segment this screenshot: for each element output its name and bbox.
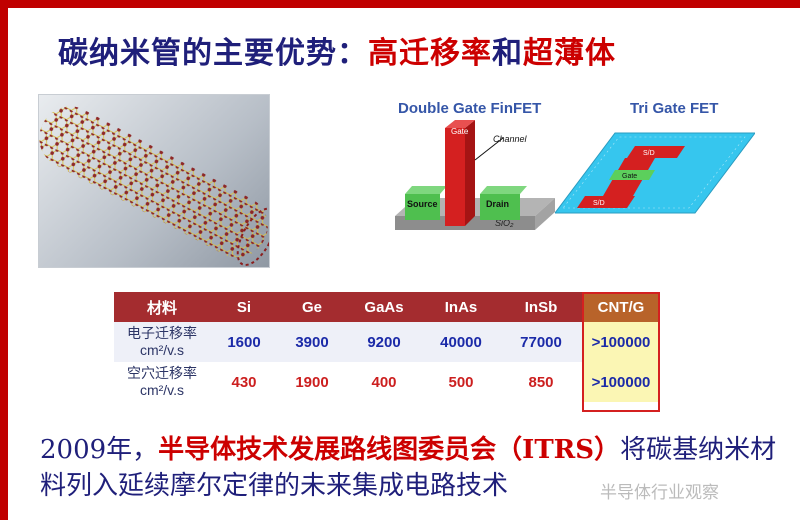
finfet-channel-label: Channel <box>493 134 528 144</box>
row-label-line: 空穴迁移率 <box>127 365 197 381</box>
table-header-row: 材料 Si Ge GaAs InAs InSb CNT/G <box>114 292 660 322</box>
cell: 430 <box>210 362 278 402</box>
carbon-nanotube-image <box>38 94 277 268</box>
title-and: 和 <box>492 36 523 71</box>
cell-cnt: >100000 <box>582 362 660 402</box>
title-high-mobility: 高迁移率 <box>368 36 492 71</box>
cell-cnt: >100000 <box>582 322 660 362</box>
title-ultra-thin: 超薄体 <box>523 36 616 71</box>
itrs-statement: 2009年，半导体技术发展路线图委员会（ITRS）将碳基纳米材料列入延续摩尔定律… <box>40 432 780 504</box>
cell: 850 <box>500 362 582 402</box>
trigate-sd-top-label: S/D <box>643 150 655 157</box>
cell: 500 <box>422 362 500 402</box>
left-accent-bar <box>0 8 8 520</box>
row-label-unit: cm²/v.s <box>139 382 185 398</box>
nanotube-illustration <box>39 106 277 266</box>
header-inas: InAs <box>422 292 500 322</box>
header-cnt: CNT/G <box>582 292 660 322</box>
finfet-gate-label: Gate <box>451 127 469 136</box>
cell: 3900 <box>278 322 346 362</box>
cell: 40000 <box>422 322 500 362</box>
trigate-diagram: S/D Gate S/D <box>554 118 756 248</box>
statement-year: 2009年， <box>40 435 159 465</box>
finfet-substrate-label: SiO₂ <box>495 218 514 228</box>
mobility-table: 材料 Si Ge GaAs InAs InSb CNT/G 电子迁移率 cm²/… <box>114 292 660 402</box>
cell: 9200 <box>346 322 422 362</box>
cell: 400 <box>346 362 422 402</box>
finfet-drain-label: Drain <box>486 199 509 209</box>
header-ge: Ge <box>278 292 346 322</box>
row-label-line: 电子迁移率 <box>127 325 197 341</box>
statement-itrs: 半导体技术发展路线图委员会（ITRS） <box>158 435 621 465</box>
header-si: Si <box>210 292 278 322</box>
title-part-1: 碳纳米管的主要优势： <box>58 36 368 71</box>
cell: 77000 <box>500 322 582 362</box>
trigate-sd-bottom-label: S/D <box>593 200 605 207</box>
trigate-gate-label: Gate <box>622 173 637 180</box>
header-gaas: GaAs <box>346 292 422 322</box>
row-label-unit: cm²/v.s <box>139 342 185 358</box>
finfet-source-label: Source <box>407 199 438 209</box>
header-insb: InSb <box>500 292 582 322</box>
finfet-diagram: SiO₂ Source Drain Gate Channel <box>385 98 575 248</box>
finfet-title: Double Gate FinFET <box>398 100 542 117</box>
cell: 1600 <box>210 322 278 362</box>
watermark-text: 半导体行业观察 <box>600 483 719 503</box>
top-accent-bar <box>0 0 800 8</box>
table-row: 空穴迁移率 cm²/v.s 430 1900 400 500 850 >1000… <box>114 362 660 402</box>
header-material: 材料 <box>114 292 210 322</box>
cell: 1900 <box>278 362 346 402</box>
trigate-title: Tri Gate FET <box>630 100 719 117</box>
row-label-electron: 电子迁移率 cm²/v.s <box>114 322 210 362</box>
statement-rest: 将碳基纳米材料列入延续摩尔定律的未来集成电路技术 <box>40 435 777 501</box>
table-row: 电子迁移率 cm²/v.s 1600 3900 9200 40000 77000… <box>114 322 660 362</box>
slide-title: 碳纳米管的主要优势：高迁移率和超薄体 <box>58 28 616 72</box>
row-label-hole: 空穴迁移率 cm²/v.s <box>114 362 210 402</box>
